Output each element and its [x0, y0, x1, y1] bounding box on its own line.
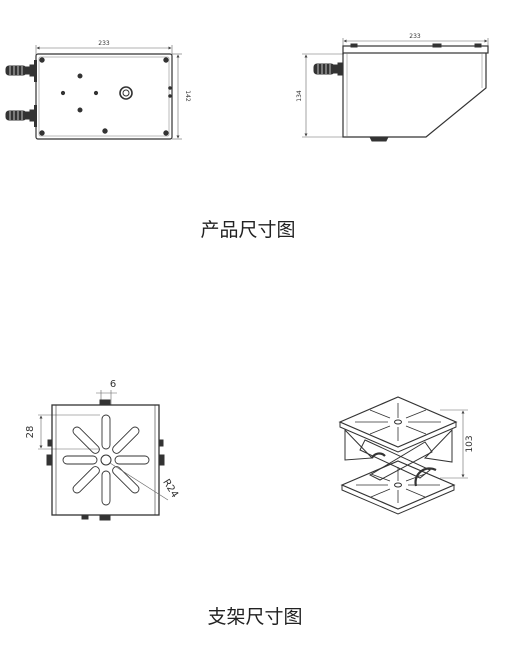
side-view-height-label: 134	[296, 90, 303, 102]
bracket-isometric-view	[338, 396, 468, 515]
bracket-dimension-caption: 支架尺寸图	[207, 606, 302, 628]
product-side-view	[302, 38, 489, 142]
side-view-width-label: 233	[409, 33, 421, 40]
bracket-center-hole-icon	[100, 454, 112, 466]
top-view-enclosure	[35, 53, 173, 140]
bracket-iso-height-label: 103	[465, 435, 475, 452]
product-top-view	[5, 45, 182, 140]
top-view-antenna-upper-icon	[5, 64, 37, 77]
product-dimension-caption: 产品尺寸图	[200, 219, 295, 241]
side-view-enclosure	[342, 53, 487, 138]
top-view-vent-icon	[119, 86, 133, 100]
bracket-front-view	[38, 390, 169, 521]
bracket-radius-leader-line	[109, 462, 169, 501]
bracket-radius-label: R24	[160, 477, 180, 500]
top-view-width-label: 233	[98, 40, 110, 47]
top-view-antenna-lower-icon	[5, 109, 37, 122]
bracket-slot-width-label: 6	[110, 379, 116, 390]
bracket-mounting-plate	[51, 404, 160, 516]
top-view-height-label: 142	[184, 90, 191, 102]
bracket-slot-length-label: 28	[25, 426, 36, 439]
side-view-antenna-icon	[313, 62, 344, 76]
